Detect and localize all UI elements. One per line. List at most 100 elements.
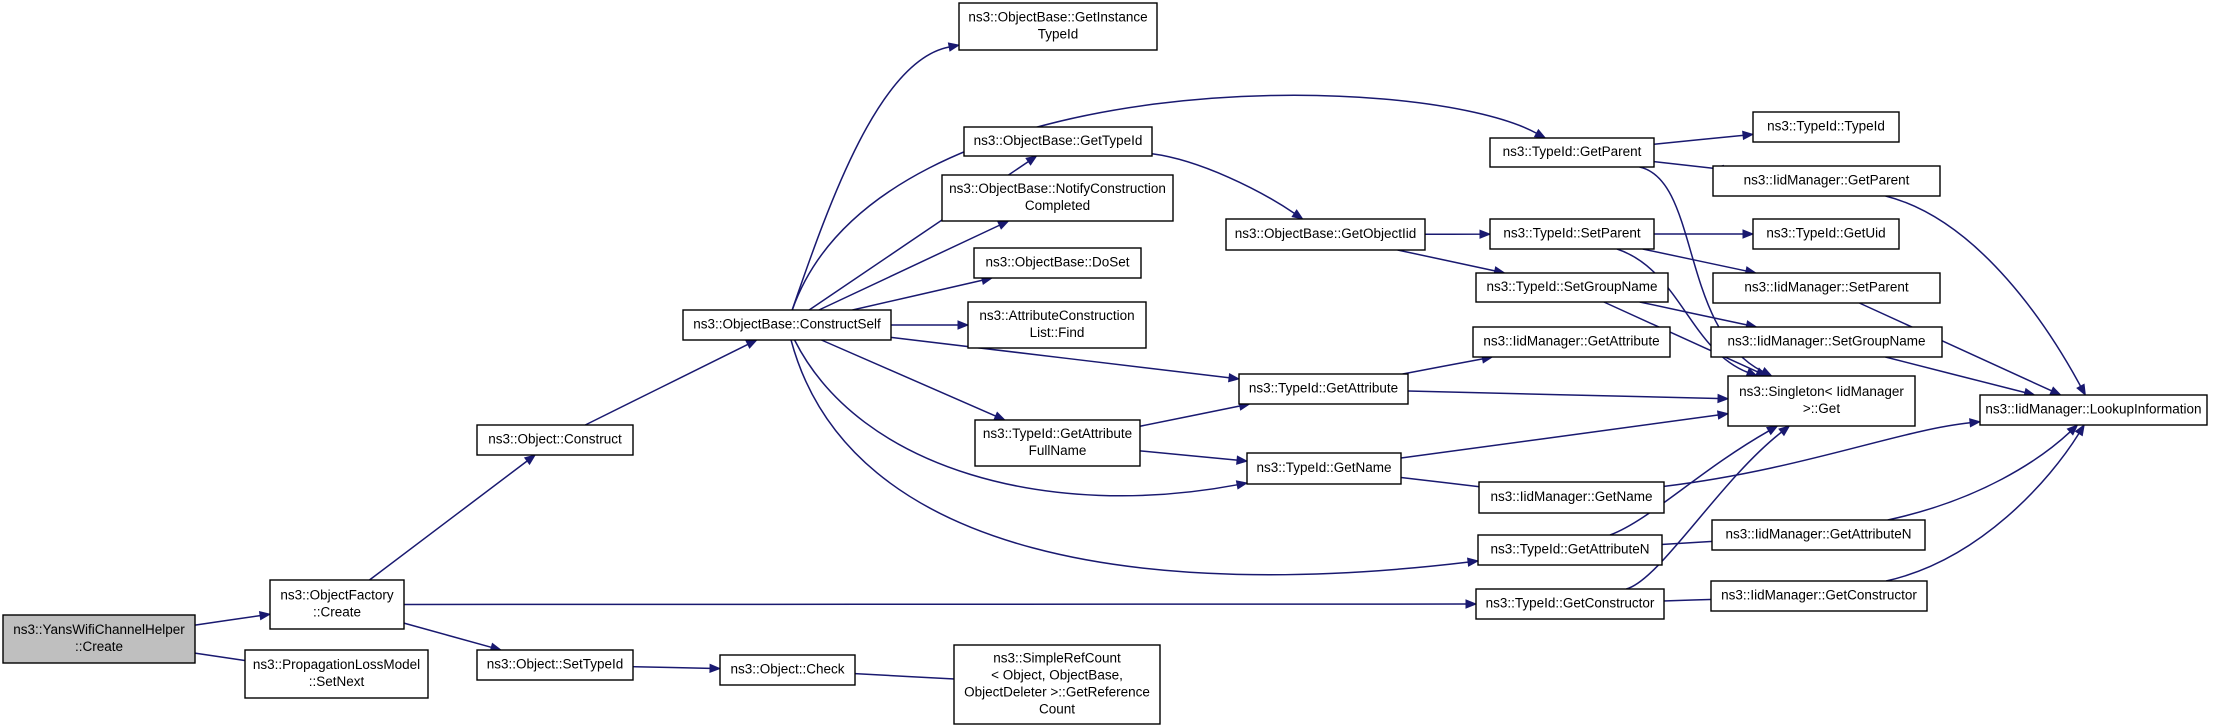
edge-tid_getname-to-singleton_get bbox=[1400, 410, 1730, 459]
node-tid_getconstructor[interactable]: ns3::TypeId::GetConstructor bbox=[1475, 588, 1665, 620]
edge-iid_getname-to-iid_lookupinfo bbox=[1663, 418, 1982, 488]
node-root[interactable]: ns3::YansWifiChannelHelper::Create bbox=[2, 614, 196, 664]
node-iid_setgroupname[interactable]: ns3::IidManager::SetGroupName bbox=[1710, 326, 1943, 358]
edge-line bbox=[1151, 153, 1295, 215]
node-obj_check[interactable]: ns3::Object::Check bbox=[719, 654, 856, 686]
node-label-line: ns3::TypeId::TypeId bbox=[1767, 119, 1885, 134]
node-label-line: ns3::ObjectBase::GetObjectIid bbox=[1235, 226, 1417, 241]
node-box bbox=[2, 614, 196, 664]
arrowhead-icon bbox=[2076, 383, 2086, 397]
edge-line bbox=[1402, 358, 1484, 375]
node-obj_settypeid[interactable]: ns3::Object::SetTypeId bbox=[476, 649, 634, 681]
edge-obj_check-to-src_getrefcount bbox=[854, 672, 965, 685]
node-tid_getuid[interactable]: ns3::TypeId::GetUid bbox=[1752, 218, 1900, 250]
edge-iid_getattributen-to-iid_lookupinfo bbox=[1887, 424, 2079, 521]
node-ob_notify[interactable]: ns3::ObjectBase::NotifyConstructionCompl… bbox=[941, 174, 1174, 222]
edge-line bbox=[1887, 431, 2071, 521]
node-label-line: ::Create bbox=[75, 639, 123, 654]
edge-line bbox=[1885, 356, 2026, 394]
node-obj_construct[interactable]: ns3::Object::Construct bbox=[476, 424, 634, 456]
node-box bbox=[476, 424, 634, 456]
node-iid_getattribute[interactable]: ns3::IidManager::GetAttribute bbox=[1472, 326, 1671, 358]
node-src_getrefcount[interactable]: ns3::SimpleRefCount< Object, ObjectBase,… bbox=[953, 644, 1161, 725]
arrowhead-icon bbox=[1291, 209, 1304, 220]
node-label-line: ns3::PropagationLossModel bbox=[253, 657, 420, 672]
node-label-line: ns3::TypeId::GetAttributeN bbox=[1490, 542, 1649, 557]
edge-ob_constructself-to-ob_getinstancetypeid bbox=[791, 42, 961, 311]
node-tid_getattributen[interactable]: ns3::TypeId::GetAttributeN bbox=[1477, 534, 1663, 566]
node-singleton_get[interactable]: ns3::Singleton< IidManager >::Get bbox=[1727, 375, 1916, 427]
node-label-line: >::Get bbox=[1803, 401, 1840, 416]
arrowhead-icon bbox=[1235, 480, 1249, 490]
node-label-line: ns3::TypeId::GetUid bbox=[1766, 226, 1885, 241]
node-box bbox=[1711, 519, 1926, 551]
node-label-line: ns3::TypeId::GetName bbox=[1256, 460, 1391, 475]
edge-tid_setparent-to-iid_setparent bbox=[1642, 248, 1758, 276]
arrowhead-icon bbox=[523, 454, 537, 466]
node-tid_getparent[interactable]: ns3::TypeId::GetParent bbox=[1489, 137, 1655, 168]
node-box bbox=[476, 649, 634, 681]
edge-line bbox=[1139, 450, 1238, 461]
node-label-line: ns3::YansWifiChannelHelper bbox=[13, 622, 185, 637]
node-box bbox=[967, 301, 1147, 349]
node-box bbox=[1727, 375, 1916, 427]
node-iid_getattributen[interactable]: ns3::IidManager::GetAttributeN bbox=[1711, 519, 1926, 551]
edge-of_create-to-obj_construct bbox=[369, 454, 537, 581]
node-of_create[interactable]: ns3::ObjectFactory::Create bbox=[269, 579, 405, 630]
arrowhead-icon bbox=[745, 339, 758, 349]
edge-line bbox=[191, 614, 261, 627]
edges-layer bbox=[191, 42, 2086, 685]
node-ob_doset[interactable]: ns3::ObjectBase::DoSet bbox=[973, 247, 1142, 279]
node-box bbox=[1475, 588, 1665, 620]
node-box bbox=[719, 654, 856, 686]
node-box bbox=[1752, 111, 1900, 143]
node-tid_getname[interactable]: ns3::TypeId::GetName bbox=[1246, 452, 1402, 485]
node-iid_getname[interactable]: ns3::IidManager::GetName bbox=[1478, 481, 1665, 514]
node-ob_getobjectiid[interactable]: ns3::ObjectBase::GetObjectIid bbox=[1225, 218, 1426, 251]
node-ob_constructself[interactable]: ns3::ObjectBase::ConstructSelf bbox=[682, 309, 892, 341]
node-label-line: ns3::IidManager::GetAttribute bbox=[1483, 334, 1659, 349]
node-tid_setparent[interactable]: ns3::TypeId::SetParent bbox=[1489, 218, 1655, 250]
node-label-line: ns3::AttributeConstruction bbox=[979, 308, 1134, 323]
node-box bbox=[1712, 165, 1941, 197]
node-label-line: ns3::TypeId::GetConstructor bbox=[1486, 596, 1655, 611]
node-box bbox=[1979, 394, 2208, 426]
node-iid_getparent[interactable]: ns3::IidManager::GetParent bbox=[1712, 165, 1941, 197]
node-iid_lookupinfo[interactable]: ns3::IidManager::LookupInformation bbox=[1979, 394, 2208, 426]
arrowhead-icon bbox=[709, 663, 722, 674]
edge-line bbox=[1603, 301, 1758, 373]
edge-line bbox=[1609, 430, 1770, 536]
node-box bbox=[958, 2, 1158, 51]
node-label-line: ns3::ObjectBase::GetInstance bbox=[968, 10, 1147, 25]
node-tid_getattribute[interactable]: ns3::TypeId::GetAttribute bbox=[1238, 373, 1409, 405]
arrowhead-icon bbox=[947, 42, 961, 52]
node-label-line: ObjectDeleter >::GetReference bbox=[964, 685, 1150, 700]
node-box bbox=[1710, 580, 1928, 612]
node-box bbox=[1712, 272, 1941, 304]
edge-tid_getconstructor-to-singleton_get bbox=[1626, 425, 1791, 590]
arrowhead-icon bbox=[1465, 599, 1478, 609]
edge-line bbox=[1407, 390, 1719, 400]
edge-tid_getname-to-iid_getname bbox=[1400, 476, 1490, 493]
node-plm_setnext[interactable]: ns3::PropagationLossModel::SetNext bbox=[244, 649, 429, 699]
node-box bbox=[1477, 534, 1663, 566]
node-label-line: TypeId bbox=[1038, 27, 1079, 42]
node-box bbox=[269, 579, 405, 630]
node-iid_setparent[interactable]: ns3::IidManager::SetParent bbox=[1712, 272, 1941, 304]
node-iid_getconstructor[interactable]: ns3::IidManager::GetConstructor bbox=[1710, 580, 1928, 612]
node-label-line: ns3::IidManager::GetName bbox=[1490, 489, 1652, 504]
node-label-line: List::Find bbox=[1030, 325, 1085, 340]
edge-tid_getattrfullname-to-tid_getattribute bbox=[1139, 401, 1251, 427]
node-tid_setgroupname[interactable]: ns3::TypeId::SetGroupName bbox=[1475, 272, 1669, 303]
node-ob_gettypeid[interactable]: ns3::ObjectBase::GetTypeId bbox=[963, 126, 1153, 157]
node-label-line: ns3::SimpleRefCount bbox=[993, 651, 1121, 666]
edge-ob_getobjectiid-to-tid_setparent bbox=[1421, 229, 1492, 239]
node-tid_typeid[interactable]: ns3::TypeId::TypeId bbox=[1752, 111, 1900, 143]
node-box bbox=[1475, 272, 1669, 303]
arrowhead-icon bbox=[258, 611, 272, 621]
node-label-line: ns3::IidManager::SetGroupName bbox=[1727, 334, 1925, 349]
